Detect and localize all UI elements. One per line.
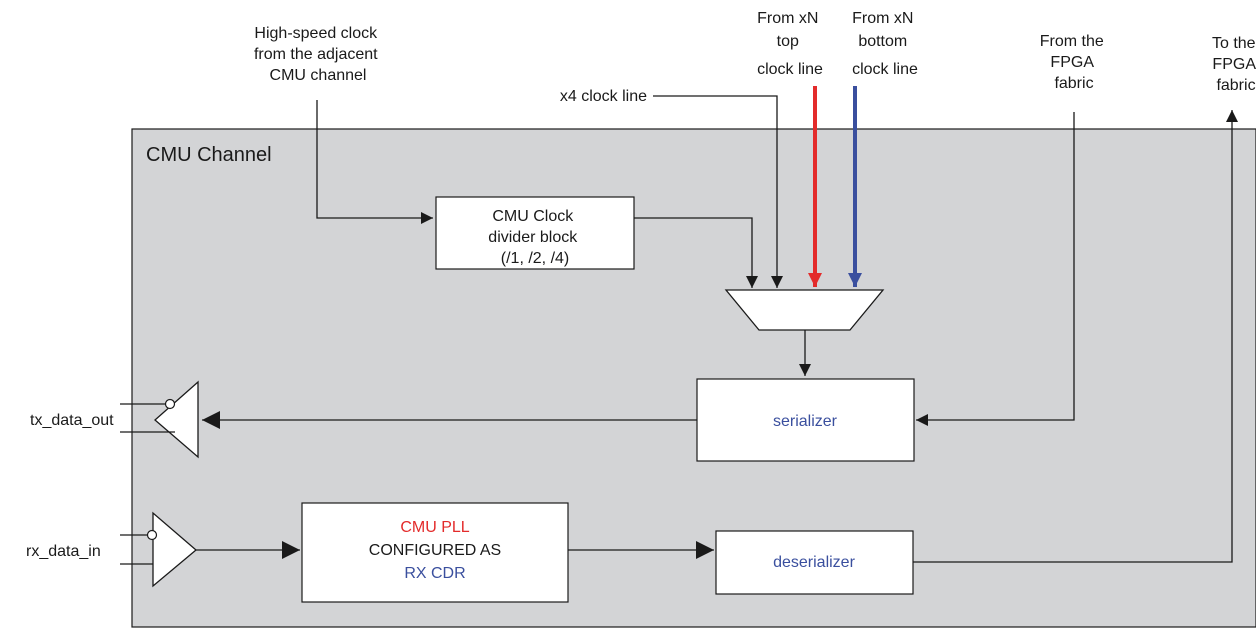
to-fabric-label: To the FPGA fabric bbox=[1212, 35, 1256, 94]
from-fabric-label: From the FPGA fabric bbox=[1040, 33, 1108, 92]
xn-top-label: From xN top clock line bbox=[757, 10, 823, 78]
deserializer-block bbox=[715, 530, 914, 595]
rx-buffer-icon bbox=[152, 511, 198, 588]
high-speed-clock-label: High-speed clock from the adjacent CMU c… bbox=[254, 25, 382, 84]
x4-clock-label: x4 clock line bbox=[560, 88, 647, 105]
xn-bottom-label: From xN bottom clock line bbox=[852, 10, 918, 78]
high-speed-clock-wire bbox=[316, 100, 433, 224]
channel-title: CMU Channel bbox=[146, 144, 272, 166]
cmu-channel-box bbox=[131, 128, 1256, 628]
tx-buffer-icon bbox=[154, 380, 199, 459]
clock-divider-block bbox=[435, 196, 635, 270]
tx-invert-bubble bbox=[164, 398, 176, 410]
from-fabric-wire bbox=[916, 112, 1075, 426]
multiplexer-icon bbox=[724, 289, 885, 331]
clock-divider-label: CMU Clock divider block (/1, /2, /4) bbox=[488, 208, 581, 267]
to-fabric-wire bbox=[913, 110, 1238, 563]
rx-invert-bubble bbox=[146, 529, 158, 541]
pll-label-line2: CONFIGURED AS bbox=[369, 542, 501, 559]
x4-clock-wire bbox=[653, 95, 783, 288]
cmu-pll-block bbox=[301, 502, 569, 603]
deserializer-label: deserializer bbox=[773, 554, 855, 571]
tx-data-out-label: tx_data_out bbox=[30, 412, 114, 429]
pll-label-line3: RX CDR bbox=[404, 565, 465, 582]
serializer-label: serializer bbox=[773, 413, 838, 430]
divider-to-mux-wire bbox=[634, 217, 758, 288]
rx-data-in-label: rx_data_in bbox=[26, 543, 101, 560]
serializer-block bbox=[696, 378, 915, 462]
pll-label-line1: CMU PLL bbox=[400, 519, 469, 536]
